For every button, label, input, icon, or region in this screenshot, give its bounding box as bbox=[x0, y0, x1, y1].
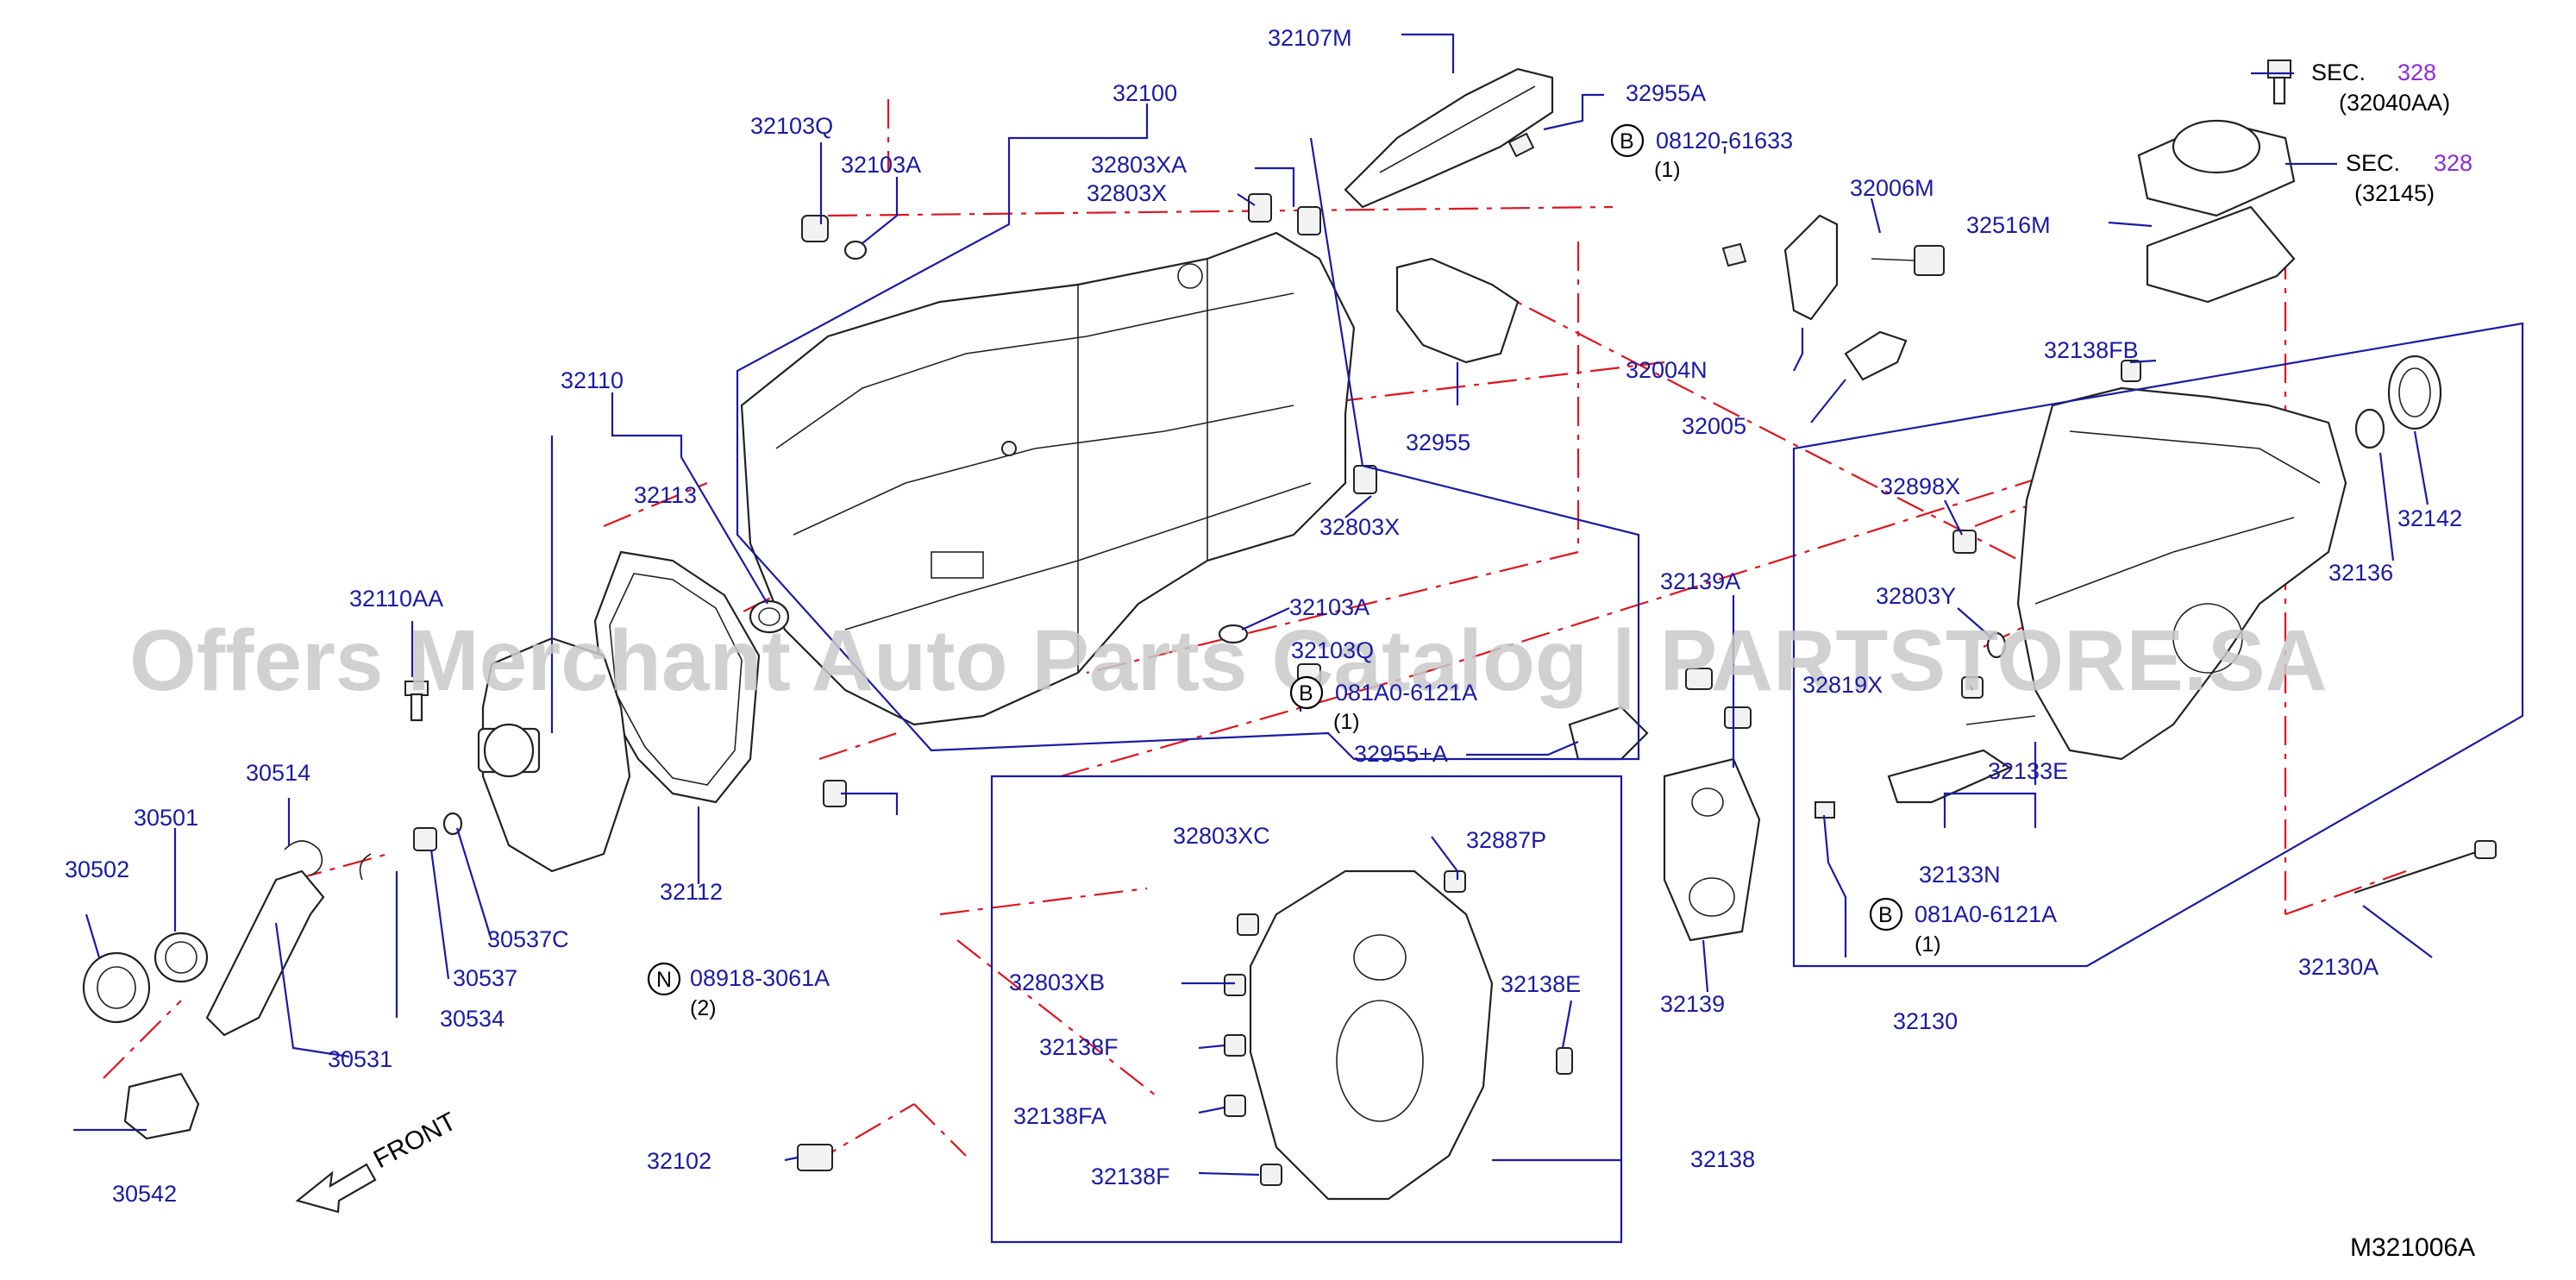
part-label[interactable]: 32139 bbox=[1660, 991, 1725, 1017]
part-label[interactable]: 30542 bbox=[112, 1181, 177, 1207]
part-label[interactable]: 32516M bbox=[1966, 212, 2051, 238]
part-label[interactable]: 32138FB bbox=[2044, 337, 2139, 363]
b-badge-icon bbox=[1869, 897, 1903, 932]
watermark: Offers Merchant Auto Parts Catalog | PAR… bbox=[129, 612, 2328, 710]
part-label[interactable]: 32887P bbox=[1466, 827, 1546, 853]
gasket-32516M bbox=[2146, 205, 2296, 304]
transmission-case bbox=[740, 231, 1356, 726]
front-arrow-icon bbox=[295, 1163, 377, 1214]
part-label[interactable]: 32803XB bbox=[1009, 969, 1105, 995]
part-labels: 32107M 32955A 32100 32103Q 32103A 32803X… bbox=[65, 25, 2462, 1207]
part-label[interactable]: 30502 bbox=[65, 856, 129, 882]
plate-32139 bbox=[1663, 757, 1761, 942]
part-label[interactable]: 32110 bbox=[561, 367, 624, 393]
part-label[interactable]: 30531 bbox=[328, 1046, 392, 1072]
bolt-code[interactable]: 08120-61633 bbox=[1656, 128, 1793, 154]
badge-letter: B bbox=[1299, 681, 1313, 706]
part-shapes bbox=[82, 60, 2497, 1214]
part-label[interactable]: 32139A bbox=[1660, 568, 1740, 594]
part-label[interactable]: 32136 bbox=[2328, 560, 2393, 586]
part-label[interactable]: 32112 bbox=[660, 879, 723, 905]
part-label[interactable]: 32103A bbox=[841, 152, 921, 178]
b-badge-icon bbox=[1610, 123, 1645, 158]
shift-rail bbox=[1344, 67, 1554, 209]
part-label[interactable]: 32113 bbox=[634, 482, 697, 508]
bolt-code[interactable]: 08918-3061A bbox=[690, 965, 830, 991]
section-ref: (32145) bbox=[2354, 180, 2435, 206]
section-number[interactable]: 328 bbox=[2397, 60, 2436, 85]
part-label[interactable]: 32006M bbox=[1850, 175, 1934, 201]
part-label[interactable]: 32138F bbox=[1039, 1034, 1119, 1060]
leader-lines bbox=[73, 33, 2524, 1244]
front-label: FRONT bbox=[369, 1107, 461, 1175]
bolt-qty: (1) bbox=[1333, 710, 1360, 734]
part-label[interactable]: 32103Q bbox=[750, 113, 833, 139]
part-label[interactable]: 32004N bbox=[1626, 357, 1708, 383]
section-prefix: SEC. bbox=[2311, 60, 2366, 85]
part-label[interactable]: 32138FA bbox=[1013, 1103, 1106, 1129]
section-number[interactable]: 328 bbox=[2434, 150, 2473, 176]
bolt-qty: (1) bbox=[1915, 932, 1941, 957]
part-label[interactable]: 32955A bbox=[1626, 80, 1706, 106]
part-label[interactable]: 32103Q bbox=[1291, 637, 1374, 663]
part-label[interactable]: 32130 bbox=[1893, 1008, 1958, 1034]
n-badge-icon bbox=[647, 962, 681, 996]
part-label[interactable]: 32803Y bbox=[1876, 583, 1956, 609]
bolt-code[interactable]: 081A0-6121A bbox=[1335, 680, 1477, 706]
part-label[interactable]: 32803XA bbox=[1091, 152, 1187, 178]
badge-letter: N bbox=[656, 968, 672, 992]
bolt-qty: (2) bbox=[690, 996, 717, 1020]
dust-boot bbox=[123, 1072, 200, 1140]
part-label[interactable]: 32819X bbox=[1802, 672, 1883, 698]
bolt-code[interactable]: 081A0-6121A bbox=[1915, 901, 2057, 927]
part-label[interactable]: 32133E bbox=[1988, 758, 2068, 784]
part-label[interactable]: 32803X bbox=[1319, 514, 1400, 540]
part-label[interactable]: 32955+A bbox=[1354, 741, 1448, 767]
part-label[interactable]: 32110AA bbox=[349, 586, 443, 612]
part-label[interactable]: 32138E bbox=[1501, 971, 1581, 997]
part-label[interactable]: 32142 bbox=[2397, 505, 2462, 531]
part-label[interactable]: 32803X bbox=[1087, 180, 1167, 206]
part-label[interactable]: 32138 bbox=[1690, 1146, 1755, 1172]
part-label[interactable]: 32803XC bbox=[1173, 823, 1270, 849]
badge-letter: B bbox=[1620, 129, 1634, 154]
b-badge-icon bbox=[1289, 675, 1324, 710]
badge-letter: B bbox=[1878, 903, 1893, 927]
part-label[interactable]: 32102 bbox=[647, 1148, 711, 1174]
part-label[interactable]: 32898X bbox=[1880, 474, 1960, 499]
part-label[interactable]: 30537 bbox=[453, 965, 517, 991]
part-label[interactable]: 30537C bbox=[487, 926, 569, 952]
bolt-qty: (1) bbox=[1654, 158, 1681, 182]
part-label[interactable]: 32133N bbox=[1919, 862, 2001, 888]
release-fork bbox=[205, 869, 325, 1037]
part-label[interactable]: 30534 bbox=[440, 1006, 505, 1032]
part-label[interactable]: 32100 bbox=[1113, 80, 1177, 106]
rear-extension-32130 bbox=[2016, 386, 2347, 761]
section-prefix: SEC. bbox=[2346, 150, 2400, 176]
part-label[interactable]: 32005 bbox=[1682, 413, 1746, 439]
bolt-callouts: B 08120-61633 (1) B 081A0-6121A (1) B 08… bbox=[647, 123, 2057, 1020]
part-label[interactable]: 32955 bbox=[1406, 430, 1470, 455]
part-label[interactable]: 32130A bbox=[2298, 954, 2379, 980]
adapter-plate-32138 bbox=[1249, 869, 1494, 1201]
part-label[interactable]: 32103A bbox=[1289, 594, 1369, 620]
section-ref: (32040AA) bbox=[2339, 90, 2450, 116]
part-label[interactable]: 30501 bbox=[134, 805, 198, 831]
part-label[interactable]: 32138F bbox=[1091, 1164, 1170, 1189]
diagram-code: M321006A bbox=[2350, 1233, 2475, 1262]
section-references: SEC. 328 (32040AA) SEC. 328 (32145) bbox=[2311, 60, 2473, 206]
bracket-32955 bbox=[1395, 257, 1520, 364]
part-label[interactable]: 30514 bbox=[246, 760, 310, 786]
part-label[interactable]: 32107M bbox=[1268, 25, 1352, 51]
